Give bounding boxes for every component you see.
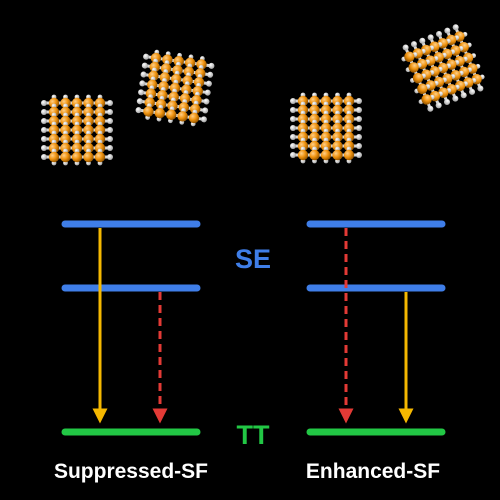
left-panel	[61, 220, 201, 436]
se-label: SE	[235, 244, 271, 274]
left-panel-caption: Suppressed-SF	[54, 460, 208, 483]
right-panel	[306, 220, 446, 436]
molecular-stack-icon	[135, 49, 215, 127]
tt-label: TT	[237, 420, 270, 450]
molecular-stack-icon	[290, 92, 362, 164]
molecular-stack-icon	[401, 24, 485, 112]
molecular-stack-icon	[41, 94, 113, 166]
right-panel-caption: Enhanced-SF	[306, 460, 440, 483]
molecular-stacks	[41, 24, 485, 166]
